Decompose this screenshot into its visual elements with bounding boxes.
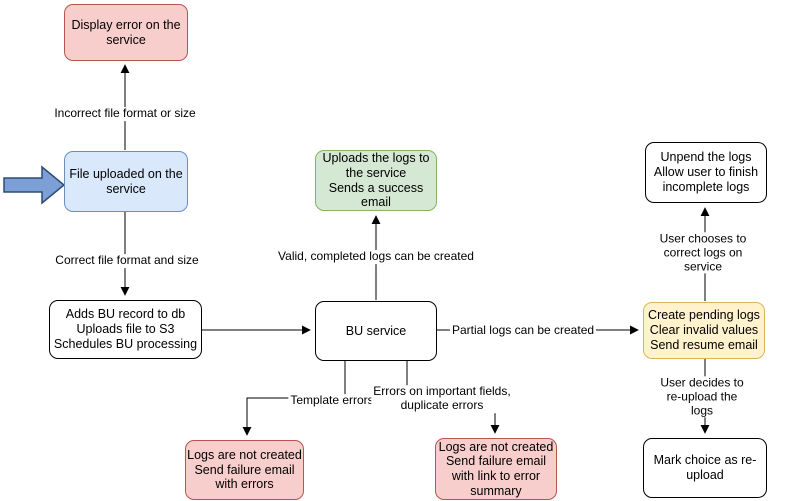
edge-label-correct-format: Correct file format and size [53, 253, 201, 268]
node-uploads-logs-success: Uploads the logs to the service Sends a … [315, 150, 437, 211]
edge-label-template-errors: Template errors [288, 393, 376, 408]
node-file-uploaded: File uploaded on the service [64, 151, 188, 212]
node-adds-bu-record: Adds BU record to db Uploads file to S3 … [49, 300, 202, 359]
node-logs-not-created-summary: Logs are not created Send failure email … [435, 438, 557, 500]
node-create-pending-logs: Create pending logs Clear invalid values… [643, 302, 765, 359]
node-unpend-logs: Unpend the logs Allow user to finish inc… [645, 142, 767, 203]
node-display-error: Display error on the service [64, 4, 188, 61]
edge-label-user-corrects: User chooses to correct logs on service [654, 231, 752, 274]
entry-arrow-icon [3, 165, 66, 205]
node-bu-service: BU service [315, 301, 437, 361]
edge-label-user-reuploads: User decides to re-upload the logs [652, 375, 752, 418]
node-mark-reupload: Mark choice as re- upload [643, 438, 767, 498]
node-logs-not-created-errors: Logs are not created Send failure email … [185, 440, 304, 500]
edge-label-valid-logs: Valid, completed logs can be created [276, 249, 476, 264]
edge-label-incorrect-format: Incorrect file format or size [52, 106, 198, 121]
edge-label-important-field-errors: Errors on important fields, duplicate er… [371, 384, 513, 413]
edge-label-partial-logs: Partial logs can be created [449, 323, 597, 338]
